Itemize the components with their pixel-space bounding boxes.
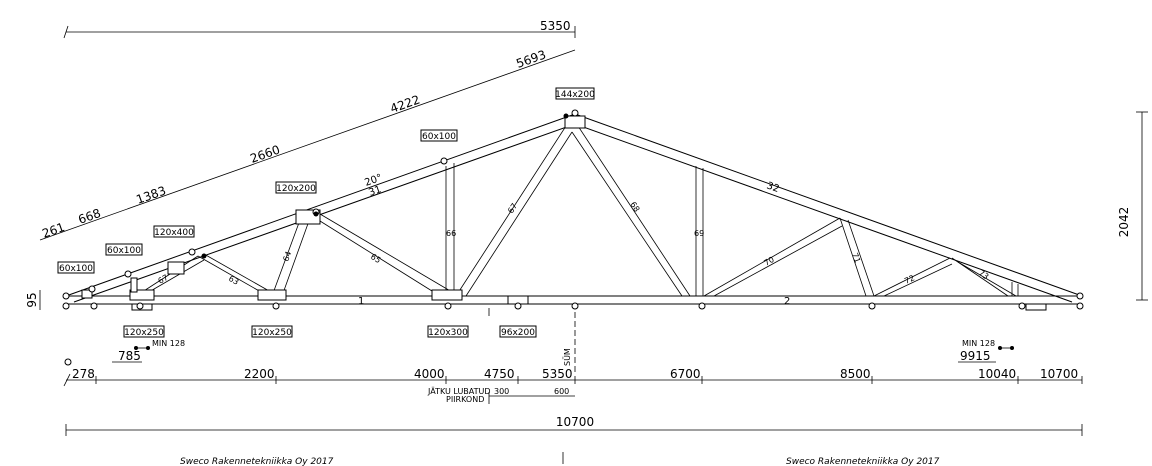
heel-dimension: 95: [25, 290, 41, 310]
plate-label-96x200: 96x200: [501, 328, 535, 338]
plate-joint-3: [431, 289, 463, 301]
dim-splice-600: 600: [554, 387, 569, 396]
member-labels: 31 32 1 2 67 63 64 65 66 67 68 69 70 71 …: [157, 180, 991, 307]
plate-joint-8: [130, 277, 138, 293]
dim-top-chord-261: 261: [40, 220, 66, 241]
dim-running-5350: 5350: [542, 367, 573, 381]
web-member-70a: [703, 217, 841, 297]
web-member-68b: [571, 131, 683, 297]
top-chord-left-inner: [73, 123, 576, 303]
plate-label-120x200: 120x200: [276, 184, 316, 194]
member-label-top-left: 31: [367, 184, 383, 199]
plate-joint-1: [129, 289, 155, 301]
plate-label-60x100-upper: 60x100: [422, 132, 456, 142]
plate-label-apex: 144x200: [555, 90, 595, 100]
web-member-65a: [311, 215, 441, 297]
web-member-70b: [713, 225, 843, 297]
dim-right-support-offset: 9915: [960, 349, 991, 363]
dim-running-10040: 10040: [978, 367, 1016, 381]
plate-joint-7: [81, 289, 93, 299]
dim-top-chord-1383: 1383: [134, 183, 167, 206]
dim-running-278: 278: [72, 367, 95, 381]
web-member-64a: [271, 219, 301, 297]
member-label-d66: 66: [446, 229, 456, 238]
member-label-d67-mid: 67: [506, 202, 519, 215]
web-member-71a: [839, 217, 867, 297]
member-label-bottom-left: 1: [358, 296, 364, 307]
plate-label-60x100-mid: 60x100: [107, 246, 141, 256]
top-chord-left-outer: [65, 113, 576, 297]
dim-running-10700: 10700: [1040, 367, 1078, 381]
dim-top-chord-668: 668: [76, 206, 102, 227]
member-label-d64: 64: [281, 250, 293, 263]
dim-overall-span: 10700: [556, 415, 594, 429]
label-splice-line2: PIIRKOND: [446, 395, 484, 404]
label-min-bearing-left: MIN 128: [152, 339, 185, 348]
dim-top-chord-4222: 4222: [388, 92, 421, 115]
height-dimension: 2042: [1117, 111, 1148, 301]
dim-running-4750: 4750: [484, 367, 515, 381]
node-markers: [62, 109, 1084, 310]
web-member-72a: [873, 257, 951, 297]
dim-running-6700: 6700: [670, 367, 701, 381]
plate-label-120x400: 120x400: [154, 228, 194, 238]
web-member-67cb: [465, 131, 573, 297]
member-label-d63: 63: [227, 274, 240, 287]
top-dimensions: 5350 261 668 1383 2660 4222 5693 20°: [39, 19, 576, 241]
web-member-67ca: [455, 125, 567, 297]
member-label-d68: 68: [628, 200, 641, 213]
member-label-d65: 65: [369, 252, 382, 265]
plate-joint-6: [167, 261, 185, 275]
web-member-64b: [281, 217, 311, 297]
dim-top-chord-5693: 5693: [514, 47, 547, 70]
web-member-71b: [847, 219, 875, 297]
dim-top-chord-2660: 2660: [248, 142, 281, 165]
web-member-63b: [203, 253, 279, 297]
dim-running-4000: 4000: [414, 367, 445, 381]
member-label-d71: 71: [850, 252, 862, 265]
plate-label-120x250-mid: 120x250: [252, 328, 292, 338]
label-min-bearing-right: MIN 128: [962, 339, 995, 348]
plate-apex: [564, 115, 586, 129]
dim-overall-height: 2042: [1117, 207, 1131, 238]
dim-running-2200: 2200: [244, 367, 275, 381]
web-member-68a: [577, 125, 691, 297]
top-chord-right-inner: [574, 123, 1073, 303]
member-label-d72: 72: [903, 273, 916, 285]
support-markers: MIN 128 785 MIN 128 9915: [112, 339, 1014, 363]
truss-geometry: [62, 109, 1084, 464]
plate-label-60x100-lower: 60x100: [59, 264, 93, 274]
plate-label-120x300: 120x300: [428, 328, 468, 338]
plate-label-120x250-left: 120x250: [124, 328, 164, 338]
web-member-72b: [883, 263, 953, 297]
member-label-d70: 70: [763, 255, 776, 268]
label-sym: SÜM: [562, 348, 572, 366]
dim-running-8500: 8500: [840, 367, 871, 381]
bottom-dimensions: 278 2200 4000 4750 5350 6700 8500 10040 …: [63, 348, 1083, 436]
label-splice-line1: JÄTKU LUBATUD: [427, 386, 491, 396]
top-chord-right-outer: [574, 113, 1083, 297]
dim-heel-height: 95: [25, 292, 39, 307]
plate-joint-2: [257, 289, 287, 301]
web-member-73b: [957, 261, 1017, 297]
web-member-67a: [135, 255, 199, 297]
member-label-top-right: 32: [765, 180, 781, 195]
dim-top-half-span: 5350: [540, 19, 571, 33]
web-member-65b: [319, 213, 453, 293]
web-member-63a: [197, 255, 269, 297]
member-label-d69: 69: [694, 229, 704, 238]
credit-left: Sweco Rakennetekniikka Oy 2017: [180, 457, 334, 466]
dim-left-support-offset: 785: [118, 349, 141, 363]
support-right: [1025, 303, 1047, 311]
member-label-bottom-right: 2: [784, 296, 790, 307]
member-label-d67-left: 67: [157, 273, 170, 286]
credit-right: Sweco Rakennetekniikka Oy 2017: [786, 457, 940, 466]
plate-labels: 144x200 60x100 120x200 120x400 60x100 60…: [57, 87, 595, 338]
dim-splice-300: 300: [494, 387, 509, 396]
